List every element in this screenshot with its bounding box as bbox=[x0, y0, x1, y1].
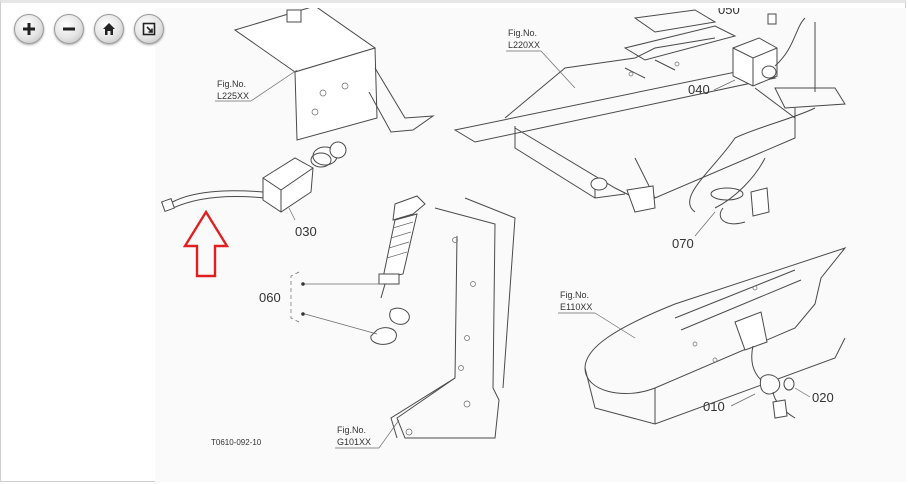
part-label-040[interactable]: 040 bbox=[688, 82, 710, 97]
fender-panel bbox=[584, 246, 847, 425]
frame-plate-center bbox=[390, 197, 516, 439]
zoom-in-button[interactable] bbox=[14, 14, 44, 44]
fig-ref-e110xx[interactable]: Fig.No. E110XX bbox=[558, 290, 636, 339]
bracket-plate-left bbox=[233, 8, 435, 141]
fig-ref-prefix: Fig.No. bbox=[337, 425, 366, 435]
home-button[interactable] bbox=[94, 14, 124, 44]
part-label-030[interactable]: 030 bbox=[295, 224, 317, 239]
switch-010 bbox=[734, 311, 796, 419]
home-icon bbox=[103, 23, 115, 35]
red-arrow-annotation bbox=[182, 209, 230, 278]
zoom-toolbar bbox=[14, 14, 164, 44]
part-label-010[interactable]: 010 bbox=[703, 399, 725, 414]
fit-window-button[interactable] bbox=[134, 14, 164, 44]
harness-070 bbox=[689, 107, 816, 225]
fig-ref-l220xx[interactable]: Fig.No. L220XX bbox=[506, 28, 576, 89]
fig-ref-code: G101XX bbox=[337, 437, 371, 447]
fit-window-icon bbox=[142, 22, 156, 36]
fig-ref-l225xx[interactable]: Fig.No. L225XX bbox=[215, 69, 298, 102]
fig-ref-prefix: Fig.No. bbox=[508, 28, 537, 38]
zoom-out-button[interactable] bbox=[54, 14, 84, 44]
fig-ref-g101xx[interactable]: Fig.No. G101XX bbox=[335, 419, 400, 449]
switch-040 bbox=[732, 13, 846, 109]
part-060-bracket bbox=[290, 271, 383, 335]
part-label-060[interactable]: 060 bbox=[259, 290, 281, 305]
sensor-060 bbox=[370, 195, 426, 345]
seat-rail-assembly bbox=[453, 9, 796, 213]
drawing-code: T0610-092-10 bbox=[211, 438, 262, 447]
part-label-050[interactable]: 050 bbox=[718, 8, 740, 17]
fig-ref-code: L220XX bbox=[508, 40, 540, 50]
fig-ref-prefix: Fig.No. bbox=[560, 290, 589, 300]
fig-ref-code: E110XX bbox=[560, 302, 592, 312]
parts-diagram[interactable]: Fig.No. L225XX 030 060 bbox=[155, 8, 906, 482]
fig-ref-prefix: Fig.No. bbox=[217, 79, 246, 89]
minus-icon bbox=[63, 27, 75, 31]
plus-icon bbox=[23, 23, 35, 35]
fig-ref-code: L225XX bbox=[217, 91, 249, 101]
part-label-070[interactable]: 070 bbox=[672, 236, 694, 251]
part-label-020[interactable]: 020 bbox=[812, 390, 834, 405]
switch-assembly-030 bbox=[160, 141, 347, 213]
diagram-canvas: Fig.No. L225XX 030 060 bbox=[160, 8, 847, 449]
